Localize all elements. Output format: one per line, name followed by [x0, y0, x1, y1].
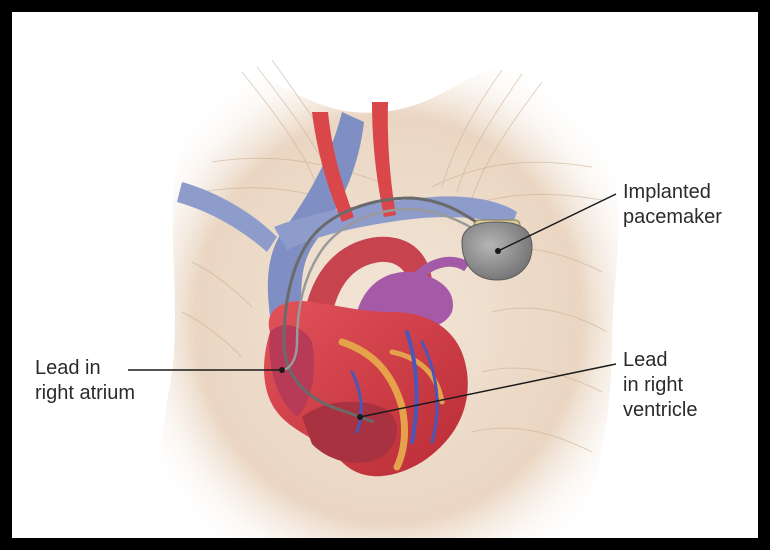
label-atrium-line-2: right atrium: [35, 381, 135, 406]
label-ventricle-line-1: Lead: [623, 348, 697, 373]
label-pacemaker-line-1: Implanted: [623, 180, 722, 205]
label-atrium-line-1: Lead in: [35, 356, 135, 381]
label-pacemaker-line-2: pacemaker: [623, 205, 722, 230]
label-lead-right-atrium: Lead in right atrium: [35, 356, 135, 406]
diagram-panel: Implanted pacemaker Lead in right atrium…: [12, 12, 758, 538]
label-ventricle-line-3: ventricle: [623, 398, 697, 423]
label-ventricle-line-2: in right: [623, 373, 697, 398]
label-lead-right-ventricle: Lead in right ventricle: [623, 348, 697, 423]
anatomy-illustration: [12, 12, 758, 538]
label-implanted-pacemaker: Implanted pacemaker: [623, 180, 722, 230]
